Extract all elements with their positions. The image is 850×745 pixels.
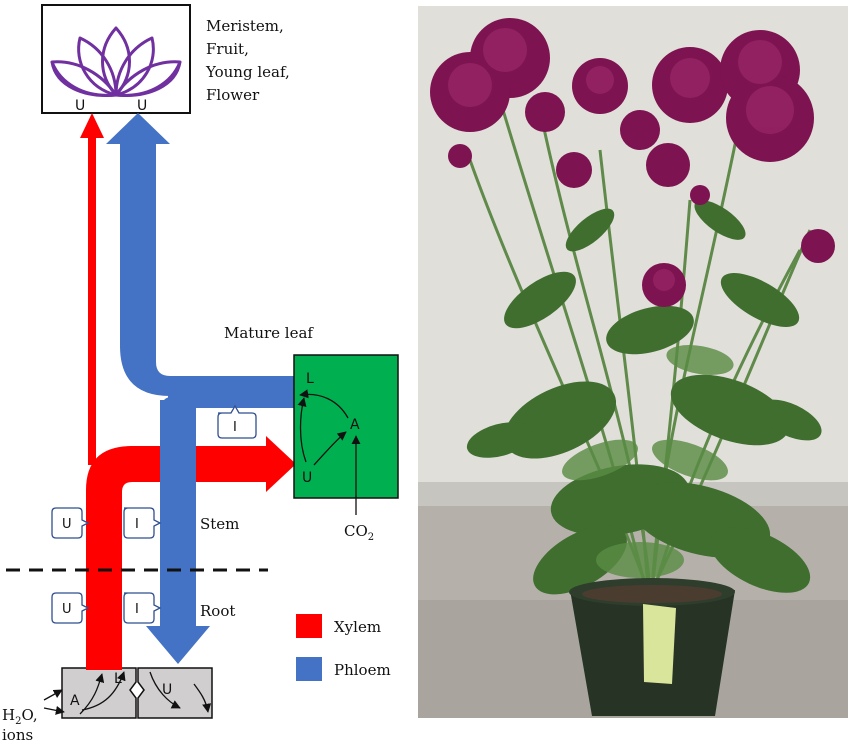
sink-uptake-label-1: U [75,98,85,114]
flower-icon [50,26,182,97]
leaf-loading-label: L [306,371,314,387]
plant-photo [418,6,848,718]
root-label: Root [200,602,235,620]
mature-leaf-label: Mature leaf [224,324,314,342]
root-flow-arrows [43,671,212,715]
legend-swatch-phloem [296,657,322,681]
svg-text:U: U [62,517,72,532]
root-assimilation-label: A [70,693,80,709]
callout-root-xylem-uptake: U [51,592,90,624]
svg-text:U: U [62,602,72,617]
legend-label-phloem: Phloem [334,661,391,679]
root-cell-right [137,667,213,719]
water-ions-label-1: H2O, [2,706,38,727]
sink-label-flower: Flower [206,86,260,104]
sink-label-young-leaf: Young leaf, [205,63,290,81]
callout-stem-phloem-import: I [123,507,162,539]
phloem-pathway [106,113,296,664]
stem-label: Stem [200,515,239,533]
svg-text:I: I [135,517,139,532]
root-unloading-label: U [162,682,172,698]
sink-box [41,4,191,114]
sink-uptake-label-2: U [137,98,147,114]
svg-text:I: I [135,602,139,617]
callout-stem-xylem-uptake: U [51,507,90,539]
water-ions-label-2: ions [2,726,33,744]
sink-label-meristem: Meristem, [206,17,284,35]
co2-label: CO2 [344,522,374,543]
leaf-uptake-label: U [302,470,312,486]
xylem-root-end [86,664,122,670]
leaf-assimilation-label: A [350,417,360,433]
mature-leaf-box [293,354,399,499]
sink-label-fruit: Fruit, [206,40,249,58]
callout-leaf-import: I [217,404,257,439]
legend-swatch-xylem [296,614,322,638]
xylem-pathway [80,113,296,668]
callout-root-phloem-import: I [123,592,162,624]
legend-label-xylem: Xylem [334,618,381,636]
leaf-flow-arrows [297,389,361,515]
svg-text:I: I [233,420,237,435]
